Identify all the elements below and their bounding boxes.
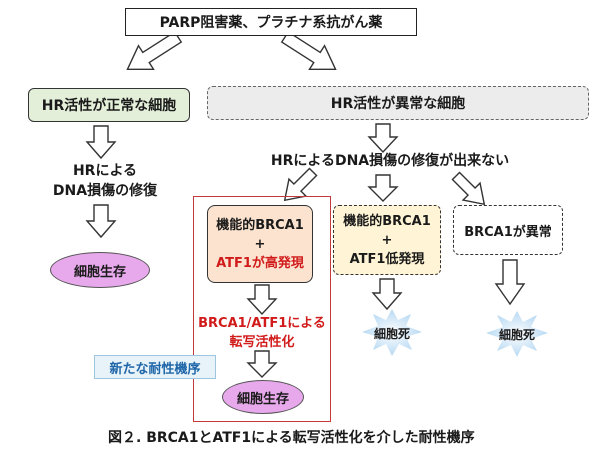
low-atf1-box: 機能的BRCA1 + ATF1低発現 bbox=[333, 205, 441, 275]
no-repair-text: HRによるDNA損傷の修復が出来ない bbox=[240, 150, 540, 172]
high-atf1-label: ATF1が高発現 bbox=[216, 255, 304, 271]
arrow-low-to-death bbox=[371, 278, 403, 311]
arrow-abnormal-to-death bbox=[494, 259, 526, 306]
arrow-right-header bbox=[367, 123, 399, 154]
hr-repair-text: HRによる DNA損傷の修復 bbox=[30, 160, 180, 202]
right-survival-label: 細胞生存 bbox=[236, 391, 289, 407]
hr-repair-line1: HRによる bbox=[72, 163, 138, 179]
normal-hr-label: HR活性が正常な細胞 bbox=[41, 98, 177, 114]
mechanism-line1: BRCA1/ATF1による bbox=[198, 316, 326, 331]
low-death-label-wrap: 細胞死 bbox=[362, 323, 422, 343]
right-survival-ellipse: 細胞生存 bbox=[222, 380, 304, 414]
drug-box: PARP阻害薬、プラチナ系抗がん薬 bbox=[125, 8, 417, 36]
arrow-mechanism-to-survival bbox=[246, 350, 278, 378]
figure-caption: 図２. BRCA1とATF1による転写活性化を介した耐性機序 bbox=[108, 427, 508, 447]
arrow-high-to-mechanism bbox=[246, 284, 278, 316]
low-atf1-label: ATF1低発現 bbox=[349, 251, 425, 267]
starburst-low bbox=[362, 309, 422, 356]
left-survival-ellipse: 細胞生存 bbox=[50, 252, 150, 288]
drug-label: PARP阻害薬、プラチナ系抗がん薬 bbox=[159, 15, 383, 31]
mechanism-line2: 転写活性化 bbox=[229, 335, 295, 350]
high-plus-label: + bbox=[254, 236, 266, 252]
abnormal-death-label: 細胞死 bbox=[498, 327, 535, 342]
starburst-abnormal bbox=[486, 311, 548, 357]
left-survival-label: 細胞生存 bbox=[73, 264, 126, 280]
high-brca1-label: 機能的BRCA1 bbox=[216, 217, 304, 233]
abnormal-hr-box: HR活性が異常な細胞 bbox=[207, 86, 589, 120]
red-frame bbox=[193, 196, 331, 422]
arrow-left-2 bbox=[85, 204, 117, 239]
resistance-note: 新たな耐性機序 bbox=[94, 355, 216, 379]
arrow-branch-high bbox=[283, 167, 318, 202]
no-repair-label: HRによるDNA損傷の修復が出来ない bbox=[270, 153, 510, 169]
arrow-left-1 bbox=[85, 125, 117, 160]
mechanism-text: BRCA1/ATF1による 転写活性化 bbox=[196, 313, 328, 353]
low-death-label: 細胞死 bbox=[373, 326, 410, 341]
resistance-note-label: 新たな耐性機序 bbox=[109, 361, 201, 377]
figure-caption-text: 図２. BRCA1とATF1による転写活性化を介した耐性機序 bbox=[108, 430, 475, 446]
low-plus-label: + bbox=[381, 232, 393, 248]
abnormal-hr-label: HR活性が異常な細胞 bbox=[330, 96, 466, 112]
abnormal-death-label-wrap: 細胞死 bbox=[487, 324, 547, 344]
arrow-branch-low bbox=[367, 174, 399, 202]
normal-hr-box: HR活性が正常な細胞 bbox=[28, 88, 190, 122]
arrow-branch-abnormal bbox=[451, 171, 486, 206]
low-brca1-label: 機能的BRCA1 bbox=[343, 213, 431, 229]
abnormal-brca1-label: BRCA1が異常 bbox=[464, 224, 552, 240]
high-atf1-box: 機能的BRCA1 + ATF1が高発現 bbox=[207, 205, 313, 283]
arrow-top-to-right bbox=[280, 30, 337, 71]
abnormal-brca1-box: BRCA1が異常 bbox=[453, 205, 563, 255]
hr-repair-line2: DNA損傷の修復 bbox=[52, 183, 158, 199]
